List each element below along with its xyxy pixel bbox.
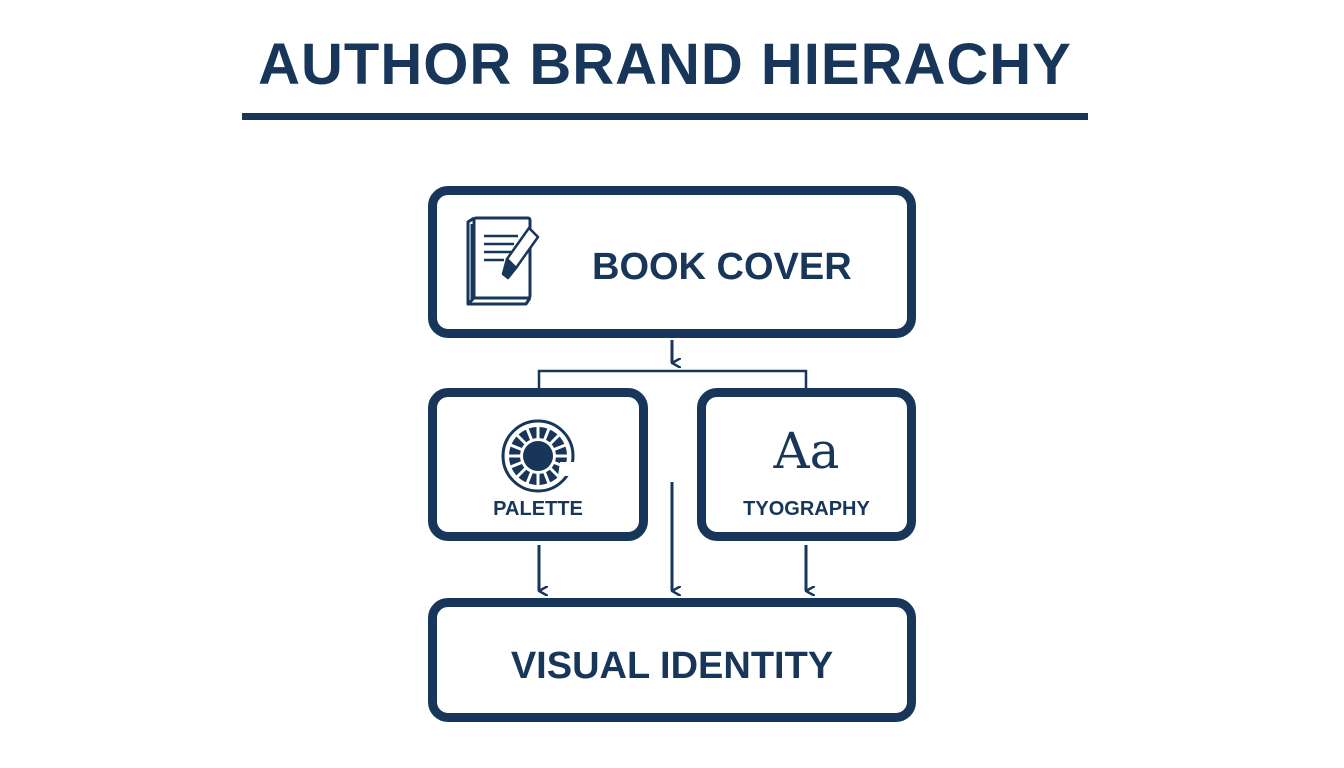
book-pen-icon xyxy=(466,216,540,306)
branch-connector xyxy=(537,369,808,388)
palette-label: PALETTE xyxy=(493,498,583,520)
typography-node: Aa TYOGRAPHY xyxy=(697,388,916,541)
palette-node: PALETTE xyxy=(428,388,648,541)
book-cover-label: BOOK COVER xyxy=(592,246,852,288)
visual-identity-label: VISUAL IDENTITY xyxy=(510,645,834,687)
typography-label: TYOGRAPHY xyxy=(743,498,870,520)
visual-identity-node: VISUAL IDENTITY xyxy=(428,598,916,722)
book-cover-node: BOOK COVER xyxy=(428,186,916,338)
diagram-title: AUTHOR BRAND HIERACHY xyxy=(258,32,1072,97)
typography-icon: Aa xyxy=(773,422,840,480)
color-wheel-icon xyxy=(501,419,576,493)
title-underline xyxy=(242,113,1088,120)
